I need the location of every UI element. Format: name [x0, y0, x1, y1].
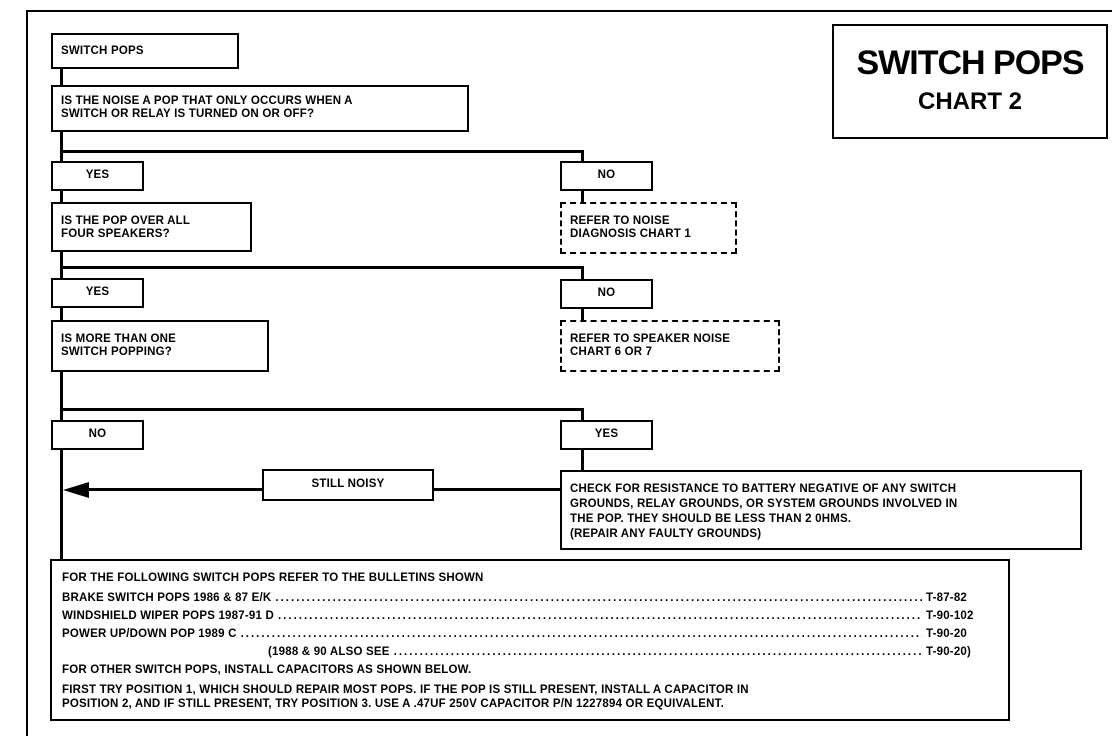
q3-yes-result-line: [581, 449, 584, 471]
bulletin-code: T-90-20): [926, 646, 972, 658]
q3-no-label: NO: [51, 420, 144, 450]
leader-dots: ........................................…: [275, 592, 922, 604]
bulletin-row: BRAKE SWITCH POPS 1986 & 87 E/K ........…: [62, 591, 998, 605]
start-node: SWITCH POPS: [51, 33, 239, 69]
q3-yes-result-node: CHECK FOR RESISTANCE TO BATTERY NEGATIVE…: [560, 470, 1082, 550]
q2-no-label: NO: [560, 279, 653, 309]
bulletins-box: FOR THE FOLLOWING SWITCH POPS REFER TO T…: [50, 559, 1010, 721]
bulletin-row: POWER UP/DOWN POP 1989 C ...............…: [62, 627, 998, 641]
bulletins-heading: FOR THE FOLLOWING SWITCH POPS REFER TO T…: [62, 572, 484, 584]
q2-branch-line: [60, 266, 584, 269]
still-noisy-label: STILL NOISY: [262, 469, 434, 501]
chart-title-box: SWITCH POPS CHART 2: [832, 24, 1108, 139]
capacitor-instructions-line-1: FIRST TRY POSITION 1, WHICH SHOULD REPAI…: [62, 684, 749, 696]
q2-no-result-node: REFER TO SPEAKER NOISE CHART 6 OR 7: [560, 320, 780, 372]
q2-no-drop-line: [581, 266, 584, 280]
question-3-node: IS MORE THAN ONE SWITCH POPPING?: [51, 320, 269, 372]
page-frame: [26, 10, 1112, 736]
bulletin-name: BRAKE SWITCH POPS 1986 & 87 E/K: [62, 592, 272, 604]
chart-subtitle: CHART 2: [917, 88, 1022, 115]
bulletin-code: T-90-20: [926, 628, 968, 640]
q1-no-result-line: [581, 190, 584, 204]
bulletin-code: T-87-82: [926, 592, 968, 604]
q1-yes-label: YES: [51, 161, 144, 191]
bulletin-name: WINDSHIELD WIPER POPS 1987-91 D: [62, 610, 274, 622]
question-1-node: IS THE NOISE A POP THAT ONLY OCCURS WHEN…: [51, 85, 469, 132]
other-switch-pops-note: FOR OTHER SWITCH POPS, INSTALL CAPACITOR…: [62, 664, 472, 676]
bulletin-name: (1988 & 90 ALSO SEE: [268, 646, 390, 658]
question-2-node: IS THE POP OVER ALL FOUR SPEAKERS?: [51, 202, 252, 252]
q2-yes-label: YES: [51, 278, 144, 308]
bulletin-code: T-90-102: [926, 610, 974, 622]
bulletin-name: POWER UP/DOWN POP 1989 C: [62, 628, 237, 640]
leader-dots: ........................................…: [277, 610, 922, 622]
leader-dots: ........................................…: [240, 628, 922, 640]
q1-branch-line: [60, 150, 584, 153]
still-noisy-arrow-icon: [63, 482, 89, 498]
q3-yes-drop-line: [581, 408, 584, 422]
q1-no-result-node: REFER TO NOISE DIAGNOSIS CHART 1: [560, 202, 737, 254]
q2-no-result-line: [581, 307, 584, 321]
bulletin-row: (1988 & 90 ALSO SEE ....................…: [62, 645, 998, 659]
bulletin-row: WINDSHIELD WIPER POPS 1987-91 D ........…: [62, 609, 998, 623]
q1-no-drop-line: [581, 150, 584, 163]
leader-dots: ........................................…: [393, 646, 922, 658]
q3-yes-label: YES: [560, 420, 653, 450]
chart-title: SWITCH POPS: [856, 44, 1084, 82]
q3-branch-line: [60, 408, 584, 411]
capacitor-instructions-line-2: POSITION 2, AND IF STILL PRESENT, TRY PO…: [62, 698, 724, 710]
q1-no-label: NO: [560, 161, 653, 191]
main-trunk-line: [60, 68, 63, 560]
